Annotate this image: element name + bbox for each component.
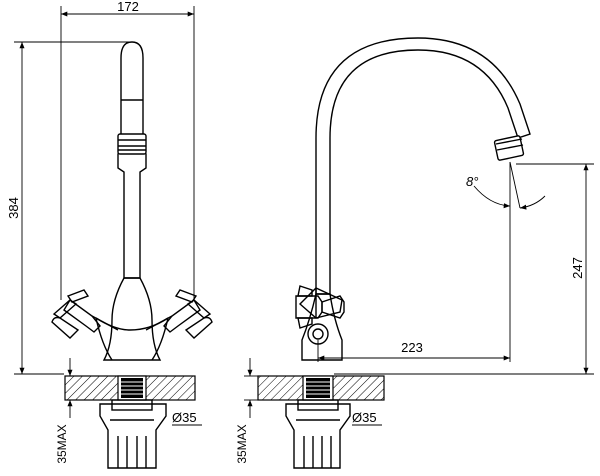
side-hole-diameter: Ø35: [352, 410, 382, 426]
front-max-thickness-label: 35MAX: [55, 424, 69, 463]
front-countertop: [64, 375, 196, 401]
side-spout: [315, 37, 531, 295]
side-swivel-angle: 8°: [466, 161, 546, 210]
side-view: 8° 247 223: [235, 37, 594, 469]
side-max-thickness-label: 35MAX: [235, 424, 249, 463]
side-countertop: [257, 375, 385, 401]
front-spout: [117, 41, 147, 279]
front-left-handle: [51, 289, 119, 339]
front-mounting-nut: [99, 399, 167, 469]
front-width-label: 172: [117, 0, 139, 14]
front-right-handle: [145, 289, 213, 339]
side-reach-label: 223: [401, 340, 423, 355]
front-width-dimension: 172: [60, 0, 195, 300]
front-view: 172 384: [6, 0, 213, 469]
side-mounting-nut: [285, 399, 351, 469]
front-max-thickness: 35MAX: [55, 358, 73, 464]
front-height-label: 384: [6, 197, 21, 219]
front-body: [95, 277, 169, 361]
front-height-dimension: 384: [6, 41, 132, 375]
side-height-dimension: 247: [334, 163, 594, 375]
swivel-angle-label: 8°: [466, 174, 478, 189]
front-hole-diameter-label: Ø35: [172, 410, 197, 425]
side-hole-diameter-label: Ø35: [352, 410, 377, 425]
side-handle: [295, 285, 345, 345]
side-height-label: 247: [570, 257, 585, 279]
side-max-thickness: 35MAX: [235, 358, 258, 464]
side-reach-dimension: 223: [317, 210, 511, 362]
front-hole-diameter: Ø35: [172, 410, 202, 426]
